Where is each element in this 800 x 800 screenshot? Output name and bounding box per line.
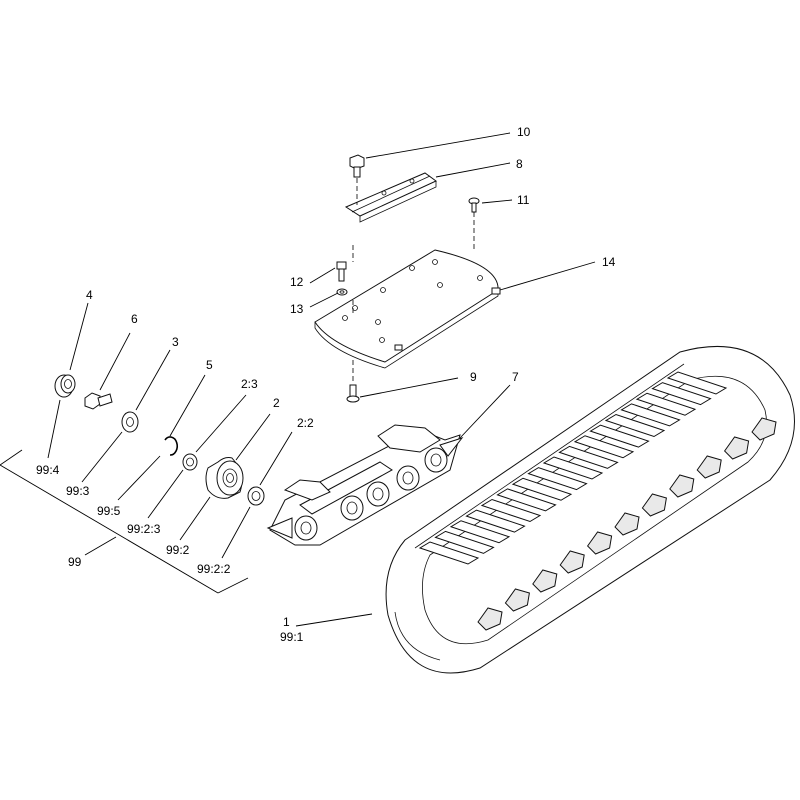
track-drive-lug <box>559 550 585 574</box>
track-drive-lug <box>751 417 777 441</box>
track-drive-lug <box>504 588 530 612</box>
track-tread-bar <box>620 403 681 427</box>
track-tread-bar <box>542 456 604 480</box>
roller-frame <box>266 424 464 546</box>
callout-99-4: 99:4 <box>36 463 60 477</box>
rubber-track <box>385 345 795 674</box>
snap-ring <box>164 436 179 456</box>
track-tread-bar <box>449 520 511 544</box>
bolt-10 <box>349 154 365 178</box>
callout-2-3: 2:3 <box>241 377 258 391</box>
callout-99: 99 <box>68 555 82 569</box>
callout-7: 7 <box>512 370 519 384</box>
callout-2: 2 <box>273 396 280 410</box>
bolt-12 <box>336 261 347 282</box>
track-tread-bar <box>434 530 495 554</box>
track-drive-lug <box>641 493 667 517</box>
callout-11: 11 <box>517 193 530 207</box>
frame-roller <box>366 481 390 507</box>
track-tread-bar <box>527 467 588 491</box>
track-tread-bar <box>418 541 480 565</box>
frame-roller-hub <box>346 501 358 515</box>
track-drive-lug <box>532 569 558 593</box>
mounting-plate <box>314 249 501 369</box>
track-tread-bar <box>558 445 619 469</box>
track-tread-bar <box>480 498 542 523</box>
washer-13 <box>336 288 348 296</box>
track-drive-lug <box>477 607 503 631</box>
callout-99-1: 99:1 <box>280 630 304 644</box>
idler-wheel <box>205 457 244 499</box>
track-drive-lug <box>586 531 613 555</box>
callout-4: 4 <box>86 288 93 302</box>
frame-roller-hub <box>300 521 312 535</box>
axle-bolt <box>84 392 113 410</box>
callout-99-2-2: 99:2:2 <box>197 562 231 576</box>
callout-12: 12 <box>290 275 304 289</box>
bearing-2-3 <box>182 453 198 471</box>
frame-roller <box>340 495 364 521</box>
track-tread-bar <box>573 435 635 459</box>
callout-14: 14 <box>602 255 616 269</box>
washer-3 <box>121 411 139 433</box>
track-drive-lugs <box>477 417 777 631</box>
leader-lines <box>0 132 596 627</box>
track-tread-bar <box>511 477 573 501</box>
frame-rollers <box>294 447 448 541</box>
pin-9 <box>346 384 360 403</box>
callout-13: 13 <box>290 302 304 316</box>
callout-5: 5 <box>206 358 213 372</box>
track-tread-bar <box>589 424 650 448</box>
frame-roller <box>294 515 318 541</box>
frame-roller <box>396 465 420 491</box>
callout-1: 1 <box>283 615 290 629</box>
callout-9: 9 <box>470 370 477 384</box>
callout-6: 6 <box>131 312 138 326</box>
screw-11 <box>468 197 480 213</box>
callout-10: 10 <box>517 125 531 139</box>
callout-99-2-3: 99:2:3 <box>127 522 161 536</box>
track-drive-lug <box>614 512 640 536</box>
track-tread-bar <box>651 382 712 406</box>
track-drive-lug <box>696 455 722 479</box>
track-tread-bar <box>465 509 526 533</box>
bracket <box>344 172 437 223</box>
track-tread-bar <box>635 392 697 416</box>
frame-roller-hub <box>372 487 384 501</box>
callout-labels: 10 8 11 14 12 13 9 7 4 6 3 5 2:3 2 2:2 9… <box>36 125 616 644</box>
callout-2-2: 2:2 <box>297 416 314 430</box>
track-tread-bar <box>666 371 728 395</box>
callout-3: 3 <box>172 335 179 349</box>
callout-8: 8 <box>516 157 523 171</box>
callout-99-2: 99:2 <box>166 543 190 557</box>
frame-roller-hub <box>430 453 442 467</box>
hub-cap <box>54 374 76 398</box>
callout-99-5: 99:5 <box>97 504 121 518</box>
track-drive-lug <box>723 436 750 460</box>
bearing-2-2 <box>247 486 265 506</box>
track-tread-bar <box>604 413 666 438</box>
track-tread-bar <box>496 488 557 512</box>
track-treads <box>418 371 728 565</box>
callout-99-3: 99:3 <box>66 484 90 498</box>
frame-roller-hub <box>402 471 414 485</box>
track-drive-lug <box>669 474 695 498</box>
frame-roller <box>424 447 448 473</box>
